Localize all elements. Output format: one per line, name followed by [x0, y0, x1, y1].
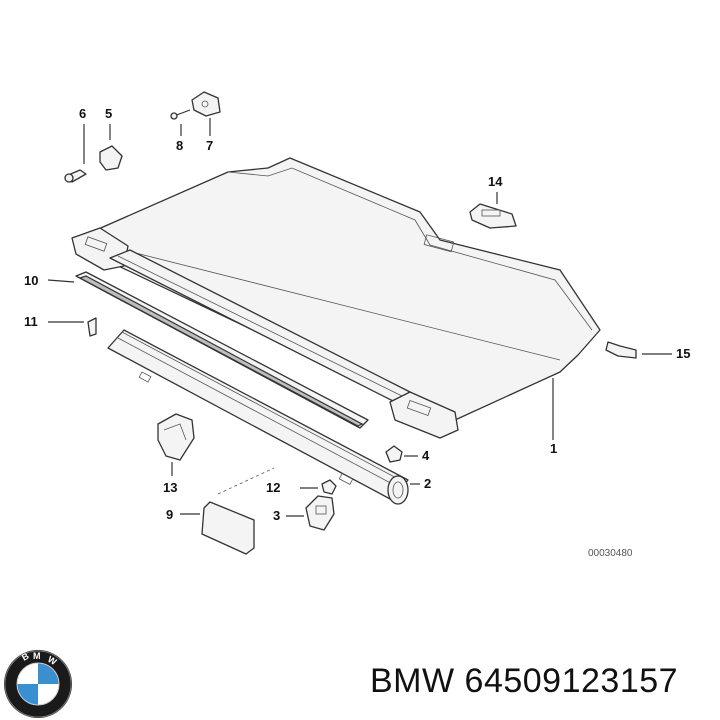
screw-part-11 — [48, 317, 97, 337]
callout-5: 5 — [105, 106, 112, 121]
screw-part-6 — [64, 124, 87, 183]
nut-part-12 — [300, 479, 337, 495]
callout-14: 14 — [488, 174, 503, 189]
svg-text:M: M — [33, 651, 41, 661]
callout-10: 10 — [24, 273, 38, 288]
callout-12: 12 — [266, 480, 280, 495]
leader-10 — [47, 279, 75, 283]
callout-3: 3 — [273, 508, 280, 523]
cap-part-13 — [157, 413, 195, 476]
cover-part-9 — [180, 467, 275, 555]
callout-6: 6 — [79, 106, 86, 121]
callout-2: 2 — [424, 476, 431, 491]
bracket-part-7 — [191, 91, 221, 136]
footer-title: BMW 64509123157 — [370, 662, 678, 701]
callout-4: 4 — [422, 448, 430, 463]
reference-code: 00030480 — [588, 548, 633, 559]
bolt-part-8 — [170, 109, 191, 136]
svg-text:B: B — [20, 651, 31, 663]
cover-panel — [77, 157, 601, 421]
callout-7: 7 — [206, 138, 213, 153]
bracket-part-3 — [286, 495, 335, 531]
part-number: 64509123157 — [464, 662, 679, 700]
clip-part-5 — [99, 124, 123, 171]
callout-15: 15 — [676, 346, 690, 361]
callout-9: 9 — [166, 507, 173, 522]
callout-13: 13 — [163, 480, 177, 495]
bmw-logo-icon: B M W — [4, 650, 72, 718]
callout-8: 8 — [176, 138, 183, 153]
roller-housing-part-2 — [107, 329, 409, 505]
callouts: 1 2 3 4 5 6 7 8 9 10 11 12 13 14 15 — [24, 106, 690, 523]
nut-part-4 — [385, 445, 418, 463]
bracket-part-14 — [469, 192, 517, 229]
callout-1: 1 — [550, 441, 557, 456]
strip-part-10 — [75, 271, 369, 429]
callout-11: 11 — [24, 314, 38, 329]
pin-part-15 — [605, 341, 672, 359]
brand-name: BMW — [370, 662, 455, 700]
front-rail-right-cap — [389, 391, 459, 439]
